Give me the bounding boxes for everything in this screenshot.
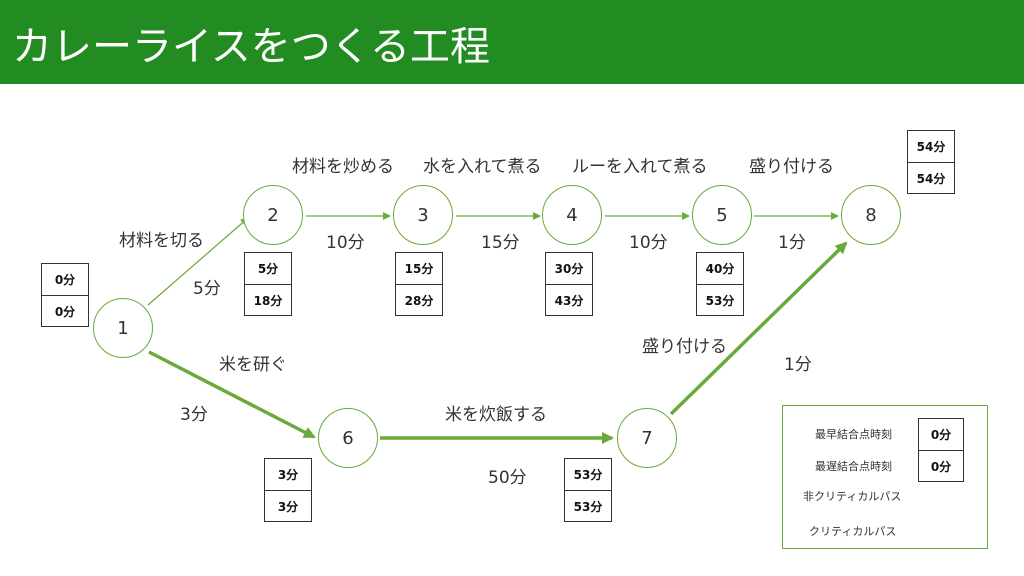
duration-label-6-7: 50分 <box>488 468 527 488</box>
time-box-node-7: 53分 53分 <box>564 458 612 522</box>
earliest-time: 53分 <box>565 459 611 491</box>
duration-label-2-3: 10分 <box>326 233 365 253</box>
latest-time: 54分 <box>916 172 946 186</box>
legend-time-box: 0分 0分 <box>918 418 964 482</box>
task-label-3-4: 水を入れて煮る <box>423 157 542 177</box>
latest-time: 53分 <box>705 294 735 308</box>
legend-latest-value: 0分 <box>930 460 952 474</box>
duration-label-5-8: 1分 <box>778 233 806 253</box>
earliest-time: 54分 <box>908 131 954 163</box>
duration-label-4-5: 10分 <box>629 233 668 253</box>
earliest-time: 5分 <box>245 253 291 285</box>
legend-earliest-label: 最早結合点時刻 <box>815 428 892 441</box>
duration-label-7-8: 1分 <box>784 355 812 375</box>
latest-time: 43分 <box>554 294 584 308</box>
legend-earliest-value: 0分 <box>919 419 963 451</box>
duration-label-3-4: 15分 <box>481 233 520 253</box>
arrow-1-6 <box>148 350 316 439</box>
task-label-1-6: 米を研ぐ <box>219 355 287 375</box>
legend-latest-label: 最遅結合点時刻 <box>815 460 892 473</box>
time-box-node-1: 0分 0分 <box>41 263 89 327</box>
arrow-1-2 <box>147 217 249 306</box>
node-6: 6 <box>318 408 378 468</box>
page-title: カレーライスをつくる工程 <box>12 24 490 70</box>
latest-time: 53分 <box>573 500 603 514</box>
time-box-node-6: 3分 3分 <box>264 458 312 522</box>
arrow-7-8 <box>669 241 848 416</box>
earliest-time: 0分 <box>42 264 88 296</box>
time-box-node-3: 15分 28分 <box>395 252 443 316</box>
task-label-6-7: 米を炊飯する <box>445 405 547 425</box>
earliest-time: 40分 <box>697 253 743 285</box>
latest-time: 28分 <box>404 294 434 308</box>
earliest-time: 15分 <box>396 253 442 285</box>
time-box-node-4: 30分 43分 <box>545 252 593 316</box>
node-7: 7 <box>617 408 677 468</box>
latest-time: 3分 <box>277 500 299 514</box>
node-2: 2 <box>243 185 303 245</box>
node-3: 3 <box>393 185 453 245</box>
duration-label-1-6: 3分 <box>180 405 208 425</box>
node-5: 5 <box>692 185 752 245</box>
duration-label-1-2: 5分 <box>193 279 221 299</box>
task-label-2-3: 材料を炒める <box>292 157 394 177</box>
time-box-node-2: 5分 18分 <box>244 252 292 316</box>
task-label-1-2: 材料を切る <box>119 231 204 251</box>
legend: 最早結合点時刻 最遅結合点時刻 0分 0分 非クリティカルパス クリティカルパス <box>782 405 988 549</box>
time-box-node-5: 40分 53分 <box>696 252 744 316</box>
node-8: 8 <box>841 185 901 245</box>
node-1: 1 <box>93 298 153 358</box>
header-bar: カレーライスをつくる工程 <box>0 0 1024 84</box>
latest-time: 18分 <box>253 294 283 308</box>
task-label-5-8: 盛り付ける <box>749 157 834 177</box>
task-label-7-8: 盛り付ける <box>642 337 727 357</box>
earliest-time: 3分 <box>265 459 311 491</box>
task-label-4-5: ルーを入れて煮る <box>572 157 708 177</box>
legend-noncritical-label: 非クリティカルパス <box>803 490 902 503</box>
latest-time: 0分 <box>54 305 76 319</box>
time-box-node-8: 54分 54分 <box>907 130 955 194</box>
node-4: 4 <box>542 185 602 245</box>
legend-critical-label: クリティカルパス <box>809 525 897 538</box>
earliest-time: 30分 <box>546 253 592 285</box>
